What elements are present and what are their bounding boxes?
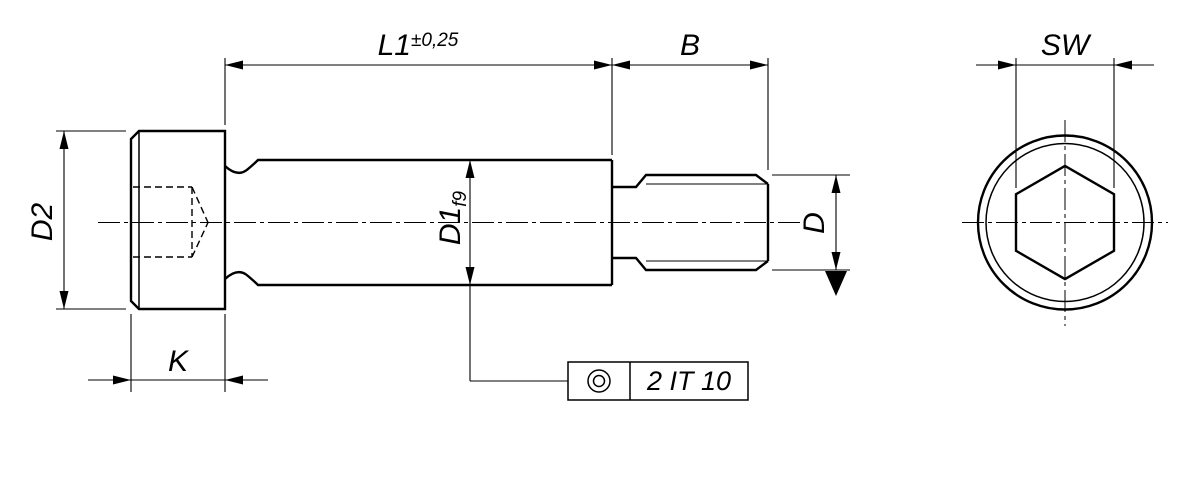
end-view [962,120,1168,326]
datum-triangle [825,271,847,296]
thread-bottom-edge [612,256,769,272]
thread-top-edge [612,173,769,189]
d-arrow-top [831,175,841,193]
k-arrow-right [225,375,243,385]
d-arrow-bottom [831,252,841,270]
dim-d: D [772,174,850,296]
dim-d1: D1f9 [434,160,568,382]
dim-d-label: D [798,212,831,234]
dim-k-label: K [168,345,190,378]
k-arrow-left [113,375,131,385]
concentricity-icon [587,369,611,393]
dim-b: B [612,29,769,170]
sw-arrow-left [998,60,1016,70]
hidden-socket-lines [133,186,209,258]
dim-k: K [88,314,268,392]
shoulder [224,158,614,287]
dim-d2: D2 [26,130,126,310]
l1-arrow-left [225,60,243,70]
dim-sw-label: SW [1041,29,1092,62]
shoulder-bottom-edge [224,271,612,287]
tolerance-frame-value: 2 IT 10 [646,366,731,396]
screw-head [129,129,227,311]
thread [612,173,770,272]
d2-arrow-bottom [59,291,69,309]
tolerance-frame-box [567,361,749,401]
sw-arrow-right [1114,60,1132,70]
shoulder-top-edge [224,158,612,174]
d1-arrow-top [465,160,475,178]
d2-arrow-top [59,131,69,149]
b-arrow-right [750,60,768,70]
b-arrow-left [612,60,630,70]
l1-arrow-right [594,60,612,70]
head-outer-circle [976,134,1154,311]
dim-sw: SW [976,29,1154,188]
dim-l1: L1±0,25 [224,29,613,155]
dim-d1-label: D1f9 [434,190,471,245]
dim-l1-label: L1±0,25 [378,29,459,62]
head-chamfer-circle [985,142,1145,303]
hex-socket [1014,164,1116,281]
head-outline [129,129,227,311]
side-view [98,129,800,311]
dim-d2-label: D2 [26,203,59,242]
tolerance-frame: 2 IT 10 [567,361,749,401]
dim-b-label: B [680,29,700,62]
d1-arrow-bottom [465,267,475,285]
